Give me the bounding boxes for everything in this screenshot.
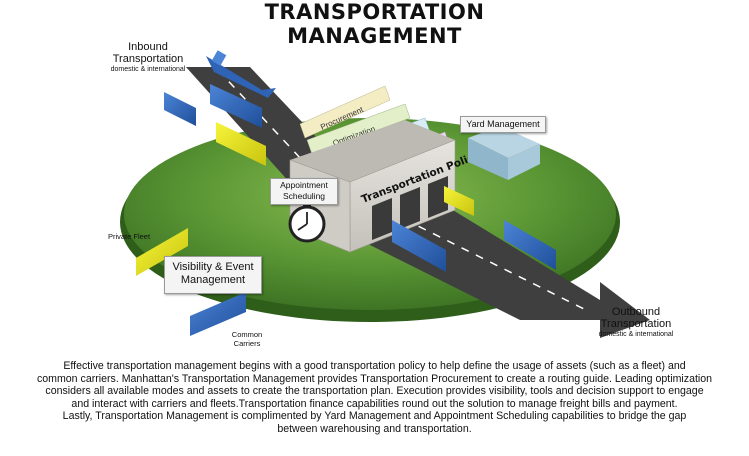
title-line-2: MANAGEMENT bbox=[287, 24, 462, 48]
ship-bridge bbox=[211, 50, 227, 66]
ribbon-procurement bbox=[299, 85, 391, 139]
description-line-3: considers all available modes and assets… bbox=[45, 385, 704, 398]
truck-outbound-yellow bbox=[444, 186, 474, 216]
truck-icon bbox=[136, 84, 556, 336]
inbound-subtitle: domestic & international bbox=[110, 66, 186, 73]
loading-dock-3 bbox=[428, 176, 448, 218]
building-roof bbox=[290, 120, 455, 182]
inbound-title-2: Transportation bbox=[112, 53, 184, 65]
description-line-2: common carriers. Manhattan's Transportat… bbox=[36, 372, 713, 385]
yard-management-callout: Yard Management bbox=[460, 116, 546, 133]
ship-hull bbox=[206, 56, 276, 98]
visibility-line-2: Management bbox=[180, 274, 246, 286]
clock-icon bbox=[288, 204, 326, 243]
outbound-label: Outbound Transportation domestic & inter… bbox=[584, 306, 688, 339]
visibility-line-1: Visibility & Event bbox=[172, 261, 254, 273]
truck-common-carrier bbox=[190, 292, 246, 336]
truck-inbound-2 bbox=[210, 84, 262, 128]
outbound-title: Outbound bbox=[611, 306, 661, 318]
truck-private-fleet bbox=[136, 228, 188, 276]
common-carriers-label: Common Carriers bbox=[224, 330, 270, 348]
warehouse-roof bbox=[468, 126, 540, 158]
description-line-6: between warehousing and transportation. bbox=[277, 422, 472, 435]
outbound-road-lane bbox=[389, 211, 591, 313]
appointment-line-2: Scheduling bbox=[282, 191, 326, 201]
truck-outbound-1 bbox=[392, 220, 446, 272]
ship-icon bbox=[206, 50, 276, 98]
warehouse-side bbox=[468, 138, 508, 180]
inbound-title: Inbound bbox=[128, 41, 168, 53]
loading-dock-2 bbox=[400, 187, 420, 229]
description-line-5: Lastly, Transportation Management is com… bbox=[62, 410, 687, 423]
description-paragraph: Effective transportation management begi… bbox=[8, 360, 741, 436]
title-line-1: TRANSPORTATION bbox=[264, 0, 485, 24]
common-carriers-line-2: Carriers bbox=[233, 339, 261, 348]
description-line-1: Effective transportation management begi… bbox=[63, 360, 686, 372]
warehouse-front bbox=[508, 144, 540, 180]
inbound-label: Inbound Transportation domestic & intern… bbox=[96, 41, 200, 74]
warehouse-icon bbox=[468, 126, 540, 180]
appointment-line-1: Appointment bbox=[280, 180, 328, 190]
clock-top bbox=[303, 204, 311, 208]
outbound-title-2: Transportation bbox=[600, 318, 672, 330]
appointment-scheduling-callout: Appointment Scheduling bbox=[270, 178, 338, 205]
truck-outbound-2 bbox=[504, 220, 556, 270]
loading-dock-1 bbox=[372, 198, 392, 240]
visibility-callout: Visibility & Event Management bbox=[164, 256, 262, 294]
ribbon-optimization bbox=[306, 103, 411, 155]
truck-inbound-1 bbox=[164, 92, 196, 126]
truck-inbound-yellow bbox=[216, 122, 266, 166]
clock-hand-hour bbox=[297, 223, 308, 231]
private-fleet-label: Private Fleet bbox=[107, 232, 151, 241]
description-line-4: and interact with carriers and fleets.Tr… bbox=[71, 397, 678, 410]
common-carriers-line-1: Common bbox=[231, 330, 263, 339]
outbound-subtitle: domestic & international bbox=[598, 331, 674, 338]
